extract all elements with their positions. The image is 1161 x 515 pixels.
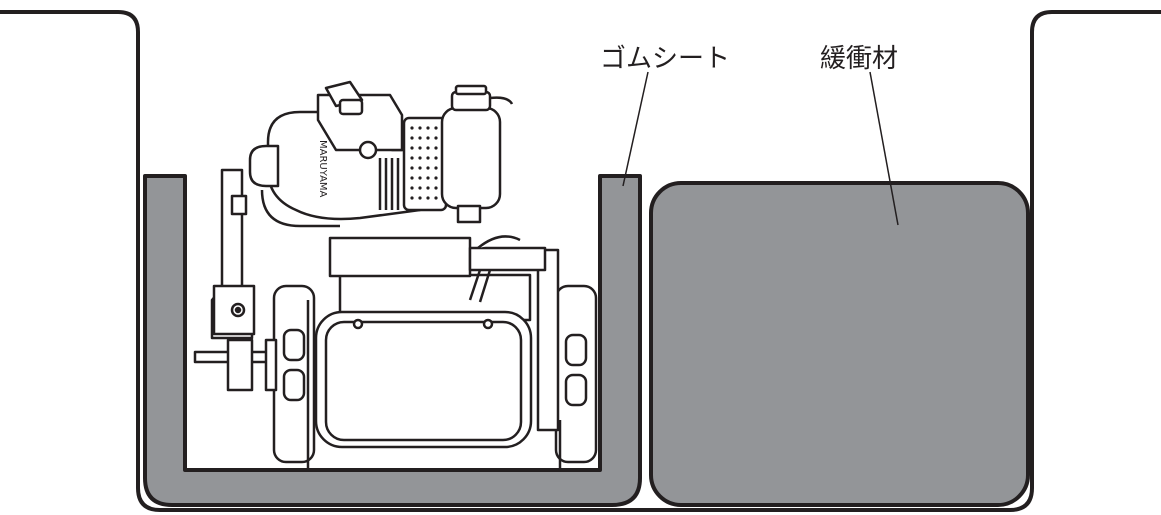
leader-rubber [622, 71, 649, 187]
rubber-sheet-label: ゴムシート [600, 44, 731, 74]
cushion-block [649, 181, 1030, 507]
outer-box [0, 10, 1161, 512]
leader-cushion [869, 71, 899, 226]
rubber-sheet [143, 174, 642, 507]
machine: MARUYAMA [193, 80, 598, 470]
cushion-label: 緩衝材 [820, 44, 899, 74]
engine-brand-text: MARUYAMA [317, 140, 328, 198]
